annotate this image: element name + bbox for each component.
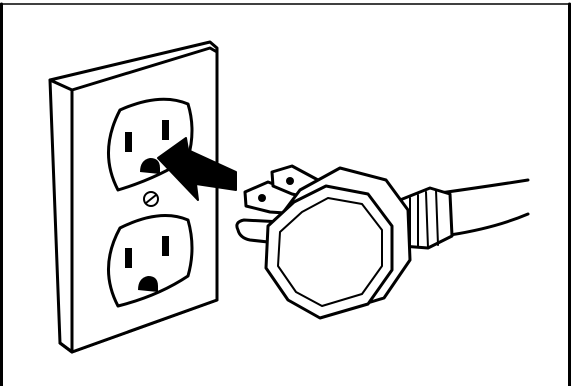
wall-outlet-icon [50, 42, 217, 352]
lower-slot-left [125, 248, 132, 268]
upper-slot-right [162, 120, 169, 140]
upper-slot-left [125, 132, 132, 152]
power-cord [440, 180, 528, 235]
power-plug-icon [237, 166, 528, 318]
lower-slot-right [162, 236, 169, 256]
screw-icon [144, 192, 158, 206]
